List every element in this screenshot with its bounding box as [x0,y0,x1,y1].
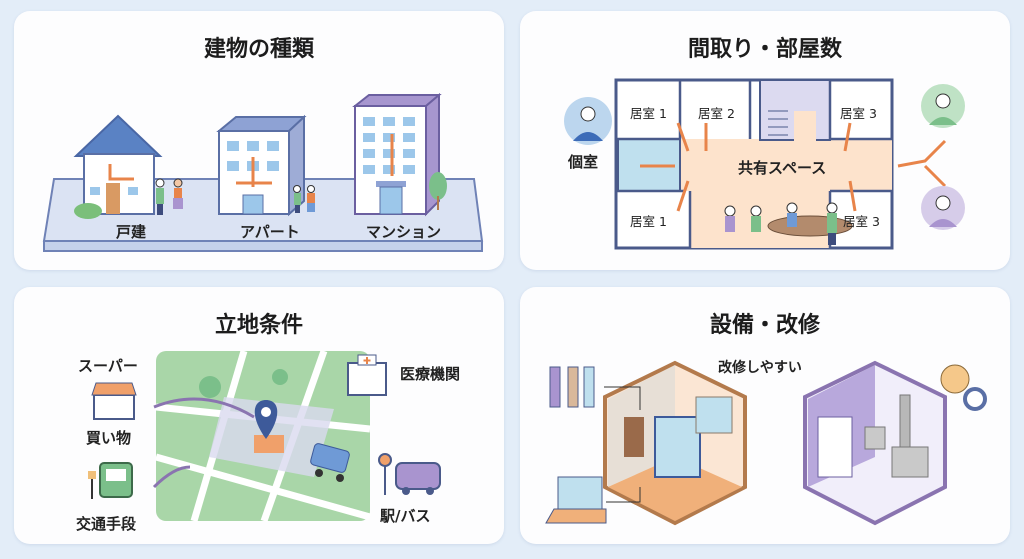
apartment-icon [216,114,307,217]
map-illustration [88,349,441,523]
staff-avatar-icon [564,97,612,145]
mansion-icon [352,92,447,217]
room-after-renovation-icon [803,360,947,526]
easy-renovation-label: 改修しやすい [718,360,802,376]
room-label: 居室 1 [630,106,667,121]
bus-icon [88,462,133,499]
transport-label: 交通手段 [76,515,137,533]
building-types-panel: 建物の種類 [14,11,504,270]
station-bus-label: 駅/バス [380,507,431,525]
house-icon [73,114,163,219]
panel-title: 建物の種類 [203,37,314,62]
buildings-illustration [42,92,484,252]
medical-label: 医療機関 [400,365,461,383]
room-label: 居室 1 [630,214,667,229]
delivery-van-icon [310,443,350,482]
mansion-label: マンション [366,223,442,241]
supermarket-icon [91,382,137,420]
flooring-icon [545,476,641,524]
hospital-icon [347,354,387,396]
layout-panel: 間取り・部屋数 [520,11,1010,270]
access-arrows [640,122,947,212]
cost-gear-icon [940,364,987,411]
bus-stop-icon [378,453,441,495]
panel-title: 間取り・部屋数 [687,37,842,62]
people-icon [155,178,315,215]
rooms-illustration [545,360,987,526]
resident-avatar-icon [921,186,965,230]
resident-avatar-icon [921,84,965,128]
room-label: 居室 3 [843,214,880,229]
location-panel: 立地条件 [14,287,504,544]
shopping-label: 買い物 [86,429,132,447]
room-label: 居室 3 [840,106,877,121]
private-room-label: 個室 [568,153,599,171]
room-label: 居室 2 [698,106,735,121]
panel-title: 設備・改修 [709,313,820,338]
panel-title: 立地条件 [214,313,303,338]
facilities-panel: 設備・改修 [520,287,1010,544]
door-panels-icon [549,366,641,410]
supermarket-label: スーパー [78,357,138,375]
floorplan-illustration [564,78,965,250]
shared-space-label: 共有スペース [738,159,827,177]
apartment-label: アパート [240,223,300,241]
house-label: 戸建 [116,223,147,241]
location-pin-icon [254,400,278,439]
